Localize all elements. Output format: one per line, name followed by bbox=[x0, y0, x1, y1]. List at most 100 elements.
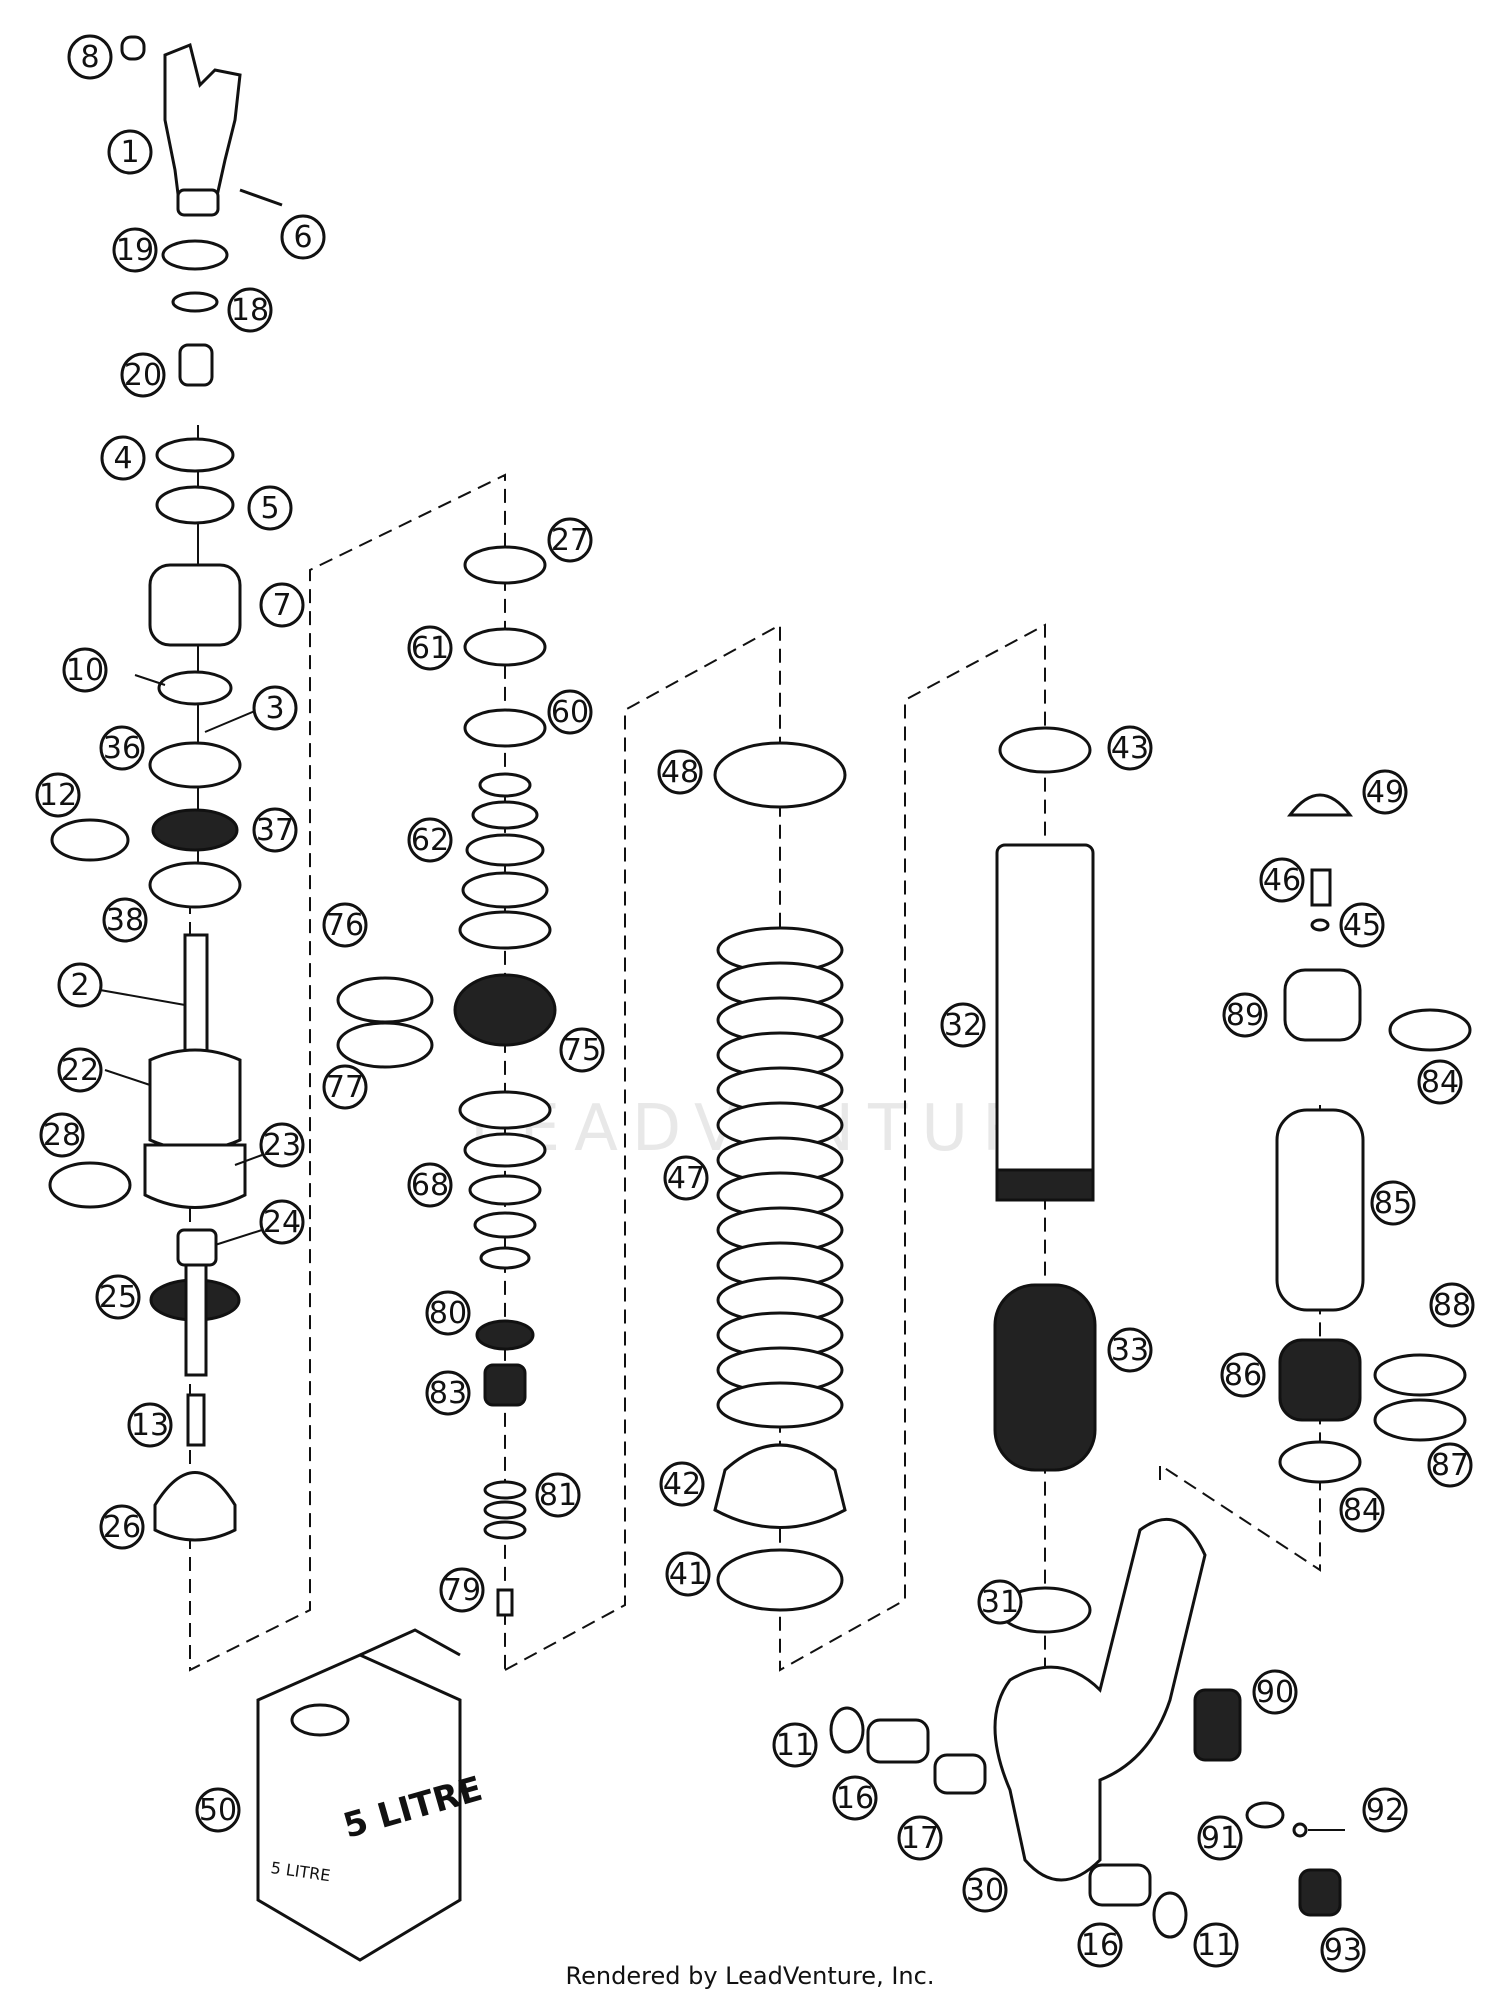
callout-48: 48 bbox=[657, 749, 703, 795]
bearing-23 bbox=[143, 1143, 247, 1209]
valve-90 bbox=[1193, 1688, 1242, 1762]
bushing-17 bbox=[933, 1753, 987, 1795]
callout-77: 77 bbox=[322, 1064, 368, 1110]
callout-83: 83 bbox=[425, 1370, 471, 1416]
nut-83 bbox=[483, 1363, 527, 1407]
callout-32: 32 bbox=[940, 1002, 986, 1048]
callout-75: 75 bbox=[559, 1027, 605, 1073]
seal-head-22 bbox=[148, 1048, 242, 1152]
callout-circle bbox=[832, 1775, 878, 1821]
o-ring-45 bbox=[1310, 918, 1330, 932]
callout-85: 85 bbox=[1370, 1180, 1416, 1226]
callout-circle bbox=[547, 689, 593, 735]
callout-number: 27 bbox=[551, 523, 589, 558]
callout-37: 37 bbox=[252, 807, 298, 853]
callout-11: 11 bbox=[772, 1722, 818, 1768]
callout-number: 33 bbox=[1111, 1333, 1149, 1368]
ring-38 bbox=[148, 861, 242, 909]
callout-number: 38 bbox=[106, 903, 144, 938]
callout-circle bbox=[1222, 992, 1268, 1038]
compression-adjuster-7 bbox=[148, 563, 242, 647]
callout-number: 37 bbox=[256, 813, 294, 848]
callout-circle bbox=[1220, 1352, 1266, 1398]
callout-circle bbox=[322, 1064, 368, 1110]
callout-43: 43 bbox=[1107, 725, 1153, 771]
callout-30: 30 bbox=[962, 1867, 1008, 1913]
callout-number: 3 bbox=[265, 691, 284, 726]
callout-number: 36 bbox=[103, 731, 141, 766]
callout-number: 86 bbox=[1224, 1358, 1262, 1393]
callout-circle bbox=[322, 902, 368, 948]
cap-49 bbox=[1286, 793, 1354, 817]
callout-11: 11 bbox=[1193, 1922, 1239, 1968]
callout-number: 32 bbox=[944, 1008, 982, 1043]
ring-91 bbox=[1245, 1801, 1285, 1829]
callout-circle bbox=[1370, 1180, 1416, 1226]
needle-13 bbox=[186, 1393, 206, 1447]
callout-80: 80 bbox=[425, 1290, 471, 1336]
callout-circle bbox=[1427, 1442, 1473, 1488]
callout-circle bbox=[1259, 857, 1305, 903]
callout-circle bbox=[99, 725, 145, 771]
callout-circle bbox=[1339, 1487, 1385, 1533]
callout-19: 19 bbox=[112, 227, 158, 273]
callout-86: 86 bbox=[1220, 1352, 1266, 1398]
callout-circle bbox=[252, 807, 298, 853]
callout-16: 16 bbox=[1077, 1922, 1123, 1968]
callout-number: 77 bbox=[326, 1070, 364, 1105]
sleeve-20 bbox=[178, 343, 214, 387]
callout-41: 41 bbox=[665, 1551, 711, 1597]
o-ring-28 bbox=[48, 1161, 132, 1209]
callout-circle bbox=[665, 1551, 711, 1597]
seal-37 bbox=[151, 808, 239, 852]
o-ring-84b bbox=[1278, 1440, 1362, 1484]
callout-circle bbox=[99, 1504, 145, 1550]
callout-number: 81 bbox=[539, 1478, 577, 1513]
callout-number: 20 bbox=[124, 358, 162, 393]
callout-number: 79 bbox=[443, 1573, 481, 1608]
callout-number: 2 bbox=[70, 968, 89, 1003]
pin-6 bbox=[239, 188, 283, 207]
callout-circle bbox=[1193, 1922, 1239, 1968]
callout-circle bbox=[107, 129, 153, 175]
callout-12: 12 bbox=[35, 772, 81, 818]
callout-number: 48 bbox=[661, 755, 699, 790]
callout-circle bbox=[657, 749, 703, 795]
callout-circle bbox=[35, 772, 81, 818]
o-ring-84a bbox=[1388, 1008, 1472, 1052]
adjuster-ring-42 bbox=[713, 1443, 847, 1529]
callout-number: 8 bbox=[80, 40, 99, 75]
callout-circle bbox=[1107, 725, 1153, 771]
callout-13: 13 bbox=[127, 1402, 173, 1448]
callout-number: 22 bbox=[61, 1053, 99, 1088]
callout-number: 26 bbox=[103, 1510, 141, 1545]
reservoir-85 bbox=[1275, 1108, 1365, 1312]
callout-circle bbox=[112, 227, 158, 273]
callout-circle bbox=[407, 625, 453, 671]
callout-circle bbox=[940, 1002, 986, 1048]
washer-27 bbox=[463, 545, 547, 585]
washer-36 bbox=[148, 741, 242, 789]
circlip-12 bbox=[50, 818, 130, 862]
callout-93: 93 bbox=[1320, 1927, 1366, 1973]
spring-retainer-48 bbox=[713, 741, 847, 809]
callout-47: 47 bbox=[663, 1155, 709, 1201]
callout-90: 90 bbox=[1252, 1669, 1298, 1715]
ball-92 bbox=[1292, 1822, 1308, 1838]
callout-4: 4 bbox=[100, 435, 146, 481]
callout-circle bbox=[1197, 1815, 1243, 1861]
callout-number: 5 bbox=[260, 491, 279, 526]
callout-circle bbox=[425, 1370, 471, 1416]
callout-68: 68 bbox=[407, 1162, 453, 1208]
callout-circle bbox=[100, 435, 146, 481]
callout-2: 2 bbox=[57, 962, 103, 1008]
callout-number: 45 bbox=[1343, 908, 1381, 943]
callout-number: 76 bbox=[326, 908, 364, 943]
callout-5: 5 bbox=[247, 485, 293, 531]
callout-84: 84 bbox=[1417, 1059, 1463, 1105]
callout-92: 92 bbox=[1362, 1787, 1408, 1833]
callout-number: 11 bbox=[776, 1728, 814, 1763]
callout-circle bbox=[659, 1461, 705, 1507]
callout-16: 16 bbox=[832, 1775, 878, 1821]
